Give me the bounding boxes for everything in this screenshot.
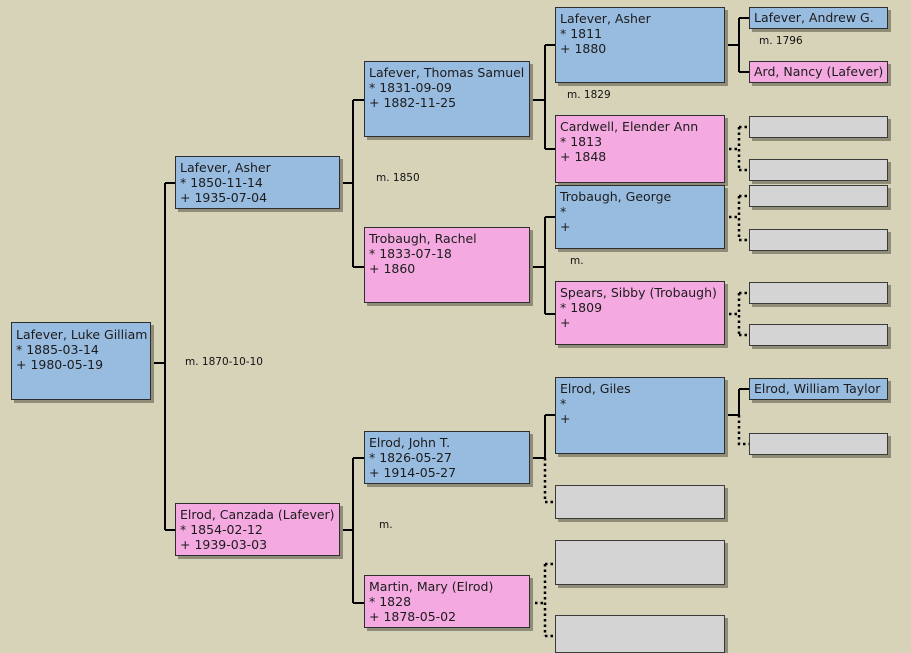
- person-box-rachel-trobaugh[interactable]: Trobaugh, Rachel * 1833-07-18 + 1860: [364, 227, 530, 303]
- unknown-person-box[interactable]: [555, 485, 725, 519]
- person-name: Lafever, Thomas Samuel: [369, 65, 525, 80]
- person-name: Elrod, John T.: [369, 435, 451, 450]
- unknown-person-box[interactable]: [555, 615, 725, 653]
- person-birth: * 1813: [560, 134, 603, 149]
- person-box-john-elrod[interactable]: Elrod, John T. * 1826-05-27 + 1914-05-27: [364, 431, 530, 484]
- person-name: Spears, Sibby (Trobaugh): [560, 285, 717, 300]
- unknown-person-box[interactable]: [749, 229, 888, 251]
- unknown-person-box[interactable]: [555, 540, 725, 585]
- person-birth: * 1854-02-12: [180, 522, 263, 537]
- person-name: Lafever, Asher: [180, 160, 271, 175]
- unknown-person-box[interactable]: [749, 324, 888, 346]
- person-box-luke-gilliam-lafever[interactable]: Lafever, Luke Gilliam * 1885-03-14 + 198…: [11, 322, 151, 400]
- person-birth: *: [560, 396, 567, 411]
- unknown-person-box[interactable]: [749, 116, 888, 138]
- person-name: Elrod, Giles: [560, 381, 631, 396]
- person-box-elender-ann-cardwell[interactable]: Cardwell, Elender Ann * 1813 + 1848: [555, 115, 725, 183]
- marriage-label: m. 1829: [567, 89, 611, 101]
- person-name: Cardwell, Elender Ann: [560, 119, 699, 134]
- person-birth: * 1833-07-18: [369, 246, 452, 261]
- person-death: +: [560, 315, 571, 330]
- person-death: + 1848: [560, 149, 607, 164]
- person-name: Ard, Nancy (Lafever): [754, 64, 884, 79]
- unknown-person-box[interactable]: [749, 185, 888, 207]
- person-name: Elrod, Canzada (Lafever): [180, 507, 335, 522]
- person-box-asher-lafever-1811[interactable]: Lafever, Asher * 1811 + 1880: [555, 7, 725, 83]
- person-death: + 1878-05-02: [369, 609, 457, 624]
- person-box-asher-lafever-1850[interactable]: Lafever, Asher * 1850-11-14 + 1935-07-04: [175, 156, 340, 209]
- unknown-person-box[interactable]: [749, 282, 888, 304]
- person-death: + 1860: [369, 261, 416, 276]
- marriage-label: m.: [570, 255, 584, 267]
- marriage-label: m. 1850: [376, 172, 420, 184]
- person-name: Trobaugh, Rachel: [369, 231, 477, 246]
- person-name: Lafever, Asher: [560, 11, 651, 26]
- marriage-label: m. 1870-10-10: [185, 356, 263, 368]
- person-box-thomas-samuel-lafever[interactable]: Lafever, Thomas Samuel * 1831-09-09 + 18…: [364, 61, 530, 137]
- person-name: Lafever, Andrew G.: [754, 10, 874, 25]
- person-box-giles-elrod[interactable]: Elrod, Giles * +: [555, 377, 725, 454]
- person-box-george-trobaugh[interactable]: Trobaugh, George * +: [555, 185, 725, 249]
- person-birth: * 1850-11-14: [180, 175, 263, 190]
- person-birth: *: [560, 204, 567, 219]
- person-birth: * 1885-03-14: [16, 342, 99, 357]
- person-name: Martin, Mary (Elrod): [369, 579, 494, 594]
- person-box-andrew-g-lafever[interactable]: Lafever, Andrew G.: [749, 7, 888, 29]
- person-birth: * 1828: [369, 594, 412, 609]
- person-death: +: [560, 219, 571, 234]
- person-birth: * 1831-09-09: [369, 80, 452, 95]
- person-death: + 1880: [560, 41, 607, 56]
- marriage-label: m.: [379, 519, 393, 531]
- marriage-label: m. 1796: [759, 35, 803, 47]
- person-box-mary-martin[interactable]: Martin, Mary (Elrod) * 1828 + 1878-05-02: [364, 575, 530, 628]
- unknown-person-box[interactable]: [749, 433, 888, 455]
- person-death: + 1882-11-25: [369, 95, 457, 110]
- person-death: + 1935-07-04: [180, 190, 268, 205]
- person-birth: * 1826-05-27: [369, 450, 452, 465]
- person-name: Lafever, Luke Gilliam: [16, 327, 148, 342]
- person-name: Trobaugh, George: [560, 189, 672, 204]
- person-box-nancy-ard[interactable]: Ard, Nancy (Lafever): [749, 61, 888, 83]
- person-box-william-taylor-elrod[interactable]: Elrod, William Taylor: [749, 378, 888, 400]
- person-death: + 1980-05-19: [16, 357, 104, 372]
- person-death: +: [560, 411, 571, 426]
- person-death: + 1939-03-03: [180, 537, 268, 552]
- person-birth: * 1811: [560, 26, 603, 41]
- unknown-person-box[interactable]: [749, 159, 888, 181]
- person-birth: * 1809: [560, 300, 603, 315]
- person-box-canzada-elrod[interactable]: Elrod, Canzada (Lafever) * 1854-02-12 + …: [175, 503, 340, 556]
- person-name: Elrod, William Taylor: [754, 381, 881, 396]
- person-box-sibby-spears[interactable]: Spears, Sibby (Trobaugh) * 1809 +: [555, 281, 725, 345]
- person-death: + 1914-05-27: [369, 465, 457, 480]
